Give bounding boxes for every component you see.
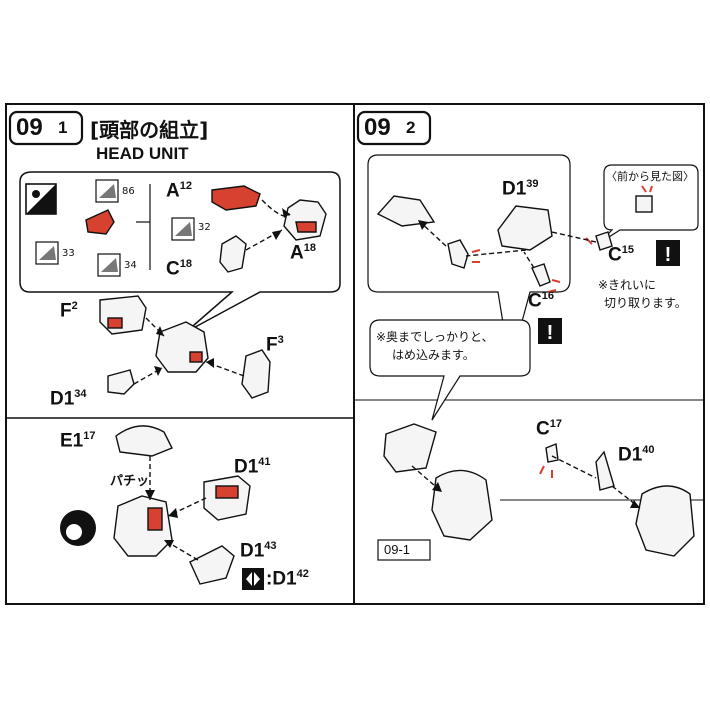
note-clean-line1: ※きれいに [598,278,657,292]
note-clean-line2: 切り取ります。 [604,296,687,310]
label-c17: C17 [536,418,562,440]
title-en: HEAD UNIT [96,144,189,163]
label-c16: C16 [528,290,554,312]
snap-text: パチッ [110,474,150,489]
callout-34: 34 [124,260,137,271]
label-a18: A18 [290,242,316,264]
label-d134: D134 [50,388,87,410]
note-press-line2: はめ込みます。 [392,348,475,362]
step-badge-main-right: 09 [364,114,391,141]
label-d140: D140 [618,444,655,466]
callout-33: 33 [62,248,75,259]
label-e117: E117 [60,430,96,452]
svg-text:!: ! [665,244,672,266]
svg-text:!: ! [547,322,554,344]
note-press-line1: ※奥までしっかりと、 [376,330,494,344]
ref-09-1: 09-1 [384,542,411,557]
label-d143: D143 [240,540,277,562]
step-badge-main: 09 [16,114,43,141]
label-a12: A12 [166,180,192,202]
callout-86: 86 [122,186,135,197]
label-d142: :D142 [266,568,309,590]
label-d139: D139 [502,178,539,200]
label-f2: F2 [60,300,78,322]
label-c18: C18 [166,258,192,280]
label-c15: C15 [608,244,634,266]
front-view-caption: 〈前から見た図〉 [606,170,694,183]
step-badge-sub-right: 2 [406,118,416,137]
title-jp: [頭部の組立] [90,118,209,142]
callout-32: 32 [198,222,211,233]
step-badge-sub: 1 [58,118,68,137]
label-d141: D141 [234,456,271,478]
label-f3: F3 [266,334,284,356]
